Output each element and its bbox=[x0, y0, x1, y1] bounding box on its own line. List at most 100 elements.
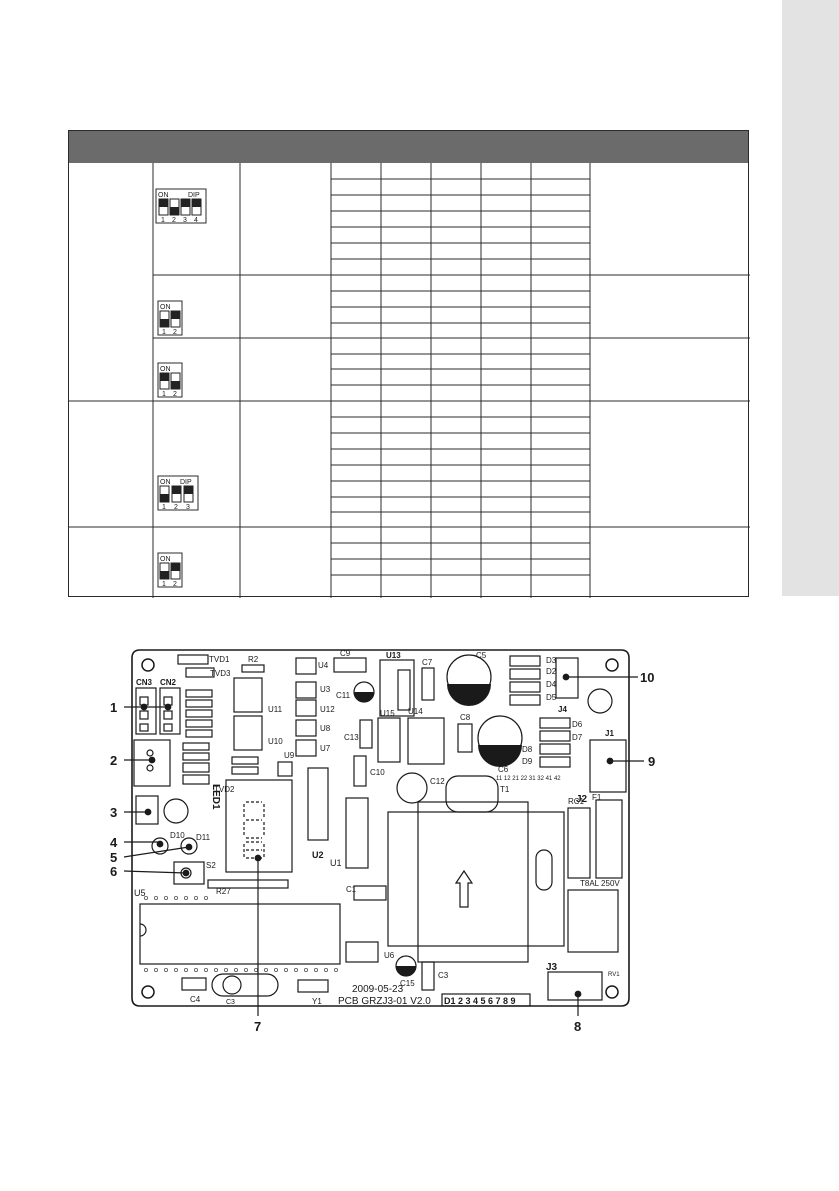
svg-text:3: 3 bbox=[183, 217, 187, 224]
svg-text:C15: C15 bbox=[400, 979, 415, 988]
cn2-connector bbox=[159, 687, 181, 735]
svg-text:C4: C4 bbox=[190, 995, 201, 1004]
svg-text:ON: ON bbox=[160, 304, 171, 311]
svg-text:9: 9 bbox=[648, 754, 655, 769]
svg-text:C7: C7 bbox=[422, 658, 433, 667]
svg-text:U3: U3 bbox=[320, 685, 331, 694]
svg-text:D9: D9 bbox=[522, 757, 533, 766]
svg-text:D1 2 3 4 5 6 7 8 9: D1 2 3 4 5 6 7 8 9 bbox=[444, 996, 516, 1006]
svg-text:D10: D10 bbox=[170, 831, 185, 840]
svg-text:10: 10 bbox=[640, 670, 654, 685]
svg-text:U9: U9 bbox=[284, 751, 295, 760]
svg-text:RC1: RC1 bbox=[568, 797, 585, 806]
svg-text:2: 2 bbox=[173, 329, 177, 336]
dip-switch-table: ON DIP 1 2 3 4 ON 1 2 ON 1 2 bbox=[68, 130, 750, 598]
mount-hole bbox=[605, 658, 619, 672]
svg-text:U4: U4 bbox=[318, 661, 329, 670]
svg-text:8: 8 bbox=[574, 1019, 581, 1034]
svg-text:1: 1 bbox=[161, 217, 165, 224]
dip-switch-2way: ON 1 2 bbox=[157, 552, 183, 588]
svg-text:U7: U7 bbox=[320, 744, 331, 753]
svg-text:CN3: CN3 bbox=[136, 678, 153, 687]
svg-text:1: 1 bbox=[162, 391, 166, 398]
svg-text:DIP: DIP bbox=[188, 192, 200, 199]
svg-text:D4: D4 bbox=[546, 680, 557, 689]
svg-text:R27: R27 bbox=[216, 887, 231, 896]
svg-text:7: 7 bbox=[254, 1019, 261, 1034]
svg-text:U12: U12 bbox=[320, 705, 335, 714]
svg-text:4: 4 bbox=[110, 835, 118, 850]
svg-text:D7: D7 bbox=[572, 733, 583, 742]
svg-text:D5: D5 bbox=[546, 693, 557, 702]
svg-text:2: 2 bbox=[173, 391, 177, 398]
svg-text:U6: U6 bbox=[384, 951, 395, 960]
svg-text:D3: D3 bbox=[546, 656, 557, 665]
resistor-r2 bbox=[241, 664, 265, 673]
svg-text:D11: D11 bbox=[196, 833, 211, 842]
svg-text:R2: R2 bbox=[248, 655, 259, 664]
svg-text:ON: ON bbox=[160, 479, 171, 486]
svg-text:C8: C8 bbox=[460, 713, 471, 722]
side-tab bbox=[782, 0, 839, 596]
cn3-connector bbox=[135, 687, 157, 735]
svg-text:2009-05-23: 2009-05-23 bbox=[352, 984, 404, 995]
svg-text:1: 1 bbox=[162, 581, 166, 588]
led-display bbox=[225, 779, 293, 873]
svg-text:C1: C1 bbox=[346, 885, 357, 894]
svg-text:11 12 21 22 31 32 41 42: 11 12 21 22 31 32 41 42 bbox=[496, 776, 561, 782]
svg-text:Y1: Y1 bbox=[312, 997, 322, 1006]
svg-text:J4: J4 bbox=[558, 705, 567, 714]
svg-text:1: 1 bbox=[162, 504, 166, 511]
svg-text:2: 2 bbox=[173, 581, 177, 588]
mount-hole bbox=[141, 985, 155, 999]
svg-text:ON: ON bbox=[158, 192, 169, 199]
svg-text:2: 2 bbox=[172, 217, 176, 224]
table-header-bar bbox=[69, 131, 748, 163]
svg-text:6: 6 bbox=[110, 864, 117, 879]
svg-text:DIP: DIP bbox=[180, 479, 192, 486]
svg-text:U13: U13 bbox=[386, 651, 401, 660]
svg-text:C12: C12 bbox=[430, 777, 445, 786]
svg-text:TVD2: TVD2 bbox=[214, 785, 235, 794]
svg-text:U5: U5 bbox=[134, 888, 146, 898]
svg-text:1: 1 bbox=[110, 700, 117, 715]
svg-text:T1: T1 bbox=[500, 785, 510, 794]
svg-text:2: 2 bbox=[174, 504, 178, 511]
svg-text:F1: F1 bbox=[592, 793, 602, 802]
svg-text:TVD3: TVD3 bbox=[210, 669, 231, 678]
svg-text:ON: ON bbox=[160, 366, 171, 373]
svg-text:D8: D8 bbox=[522, 745, 533, 754]
svg-text:C3: C3 bbox=[438, 971, 449, 980]
transformer-t1 bbox=[387, 811, 565, 947]
mount-hole bbox=[141, 658, 155, 672]
svg-text:PCB GRZJ3-01 V2.0: PCB GRZJ3-01 V2.0 bbox=[338, 996, 431, 1007]
svg-text:U2: U2 bbox=[312, 850, 324, 860]
svg-text:U10: U10 bbox=[268, 737, 283, 746]
dip-switch-2way: ON 1 2 bbox=[157, 362, 183, 398]
svg-text:C10: C10 bbox=[370, 768, 385, 777]
svg-text:2: 2 bbox=[110, 753, 117, 768]
svg-text:S2: S2 bbox=[206, 861, 216, 870]
svg-text:U14: U14 bbox=[408, 707, 423, 716]
svg-text:ON: ON bbox=[160, 556, 171, 563]
small-connector bbox=[135, 795, 159, 825]
svg-text:C3: C3 bbox=[226, 999, 235, 1006]
microcontroller-u5 bbox=[139, 903, 341, 965]
mount-hole bbox=[605, 985, 619, 999]
svg-text:3: 3 bbox=[186, 504, 190, 511]
svg-text:CN2: CN2 bbox=[160, 678, 177, 687]
svg-text:C5: C5 bbox=[476, 651, 487, 660]
svg-text:4: 4 bbox=[194, 217, 198, 224]
svg-text:J1: J1 bbox=[605, 729, 614, 738]
dip-switch-4way: ON DIP 1 2 3 4 bbox=[155, 188, 207, 224]
svg-text:C13: C13 bbox=[344, 733, 359, 742]
svg-text:U15: U15 bbox=[380, 709, 395, 718]
svg-text:U8: U8 bbox=[320, 724, 331, 733]
capacitor-c5 bbox=[446, 654, 492, 700]
svg-text:5: 5 bbox=[110, 850, 117, 865]
power-connector bbox=[133, 739, 171, 787]
capacitor-c6 bbox=[477, 715, 523, 761]
svg-text:C6: C6 bbox=[498, 765, 509, 774]
svg-text:TVD1: TVD1 bbox=[209, 655, 230, 664]
svg-text:J3: J3 bbox=[546, 962, 558, 973]
